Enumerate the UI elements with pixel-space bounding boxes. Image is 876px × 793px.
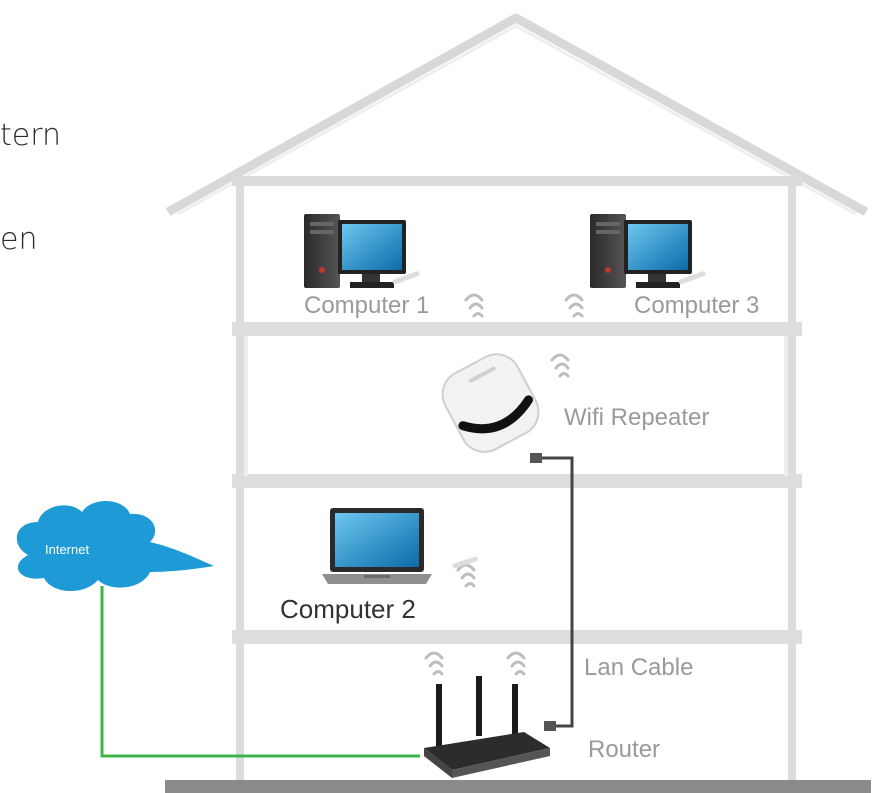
router-icon <box>424 676 550 778</box>
lan-cable-label: Lan Cable <box>584 654 694 681</box>
wifi-signal-icon <box>550 353 570 378</box>
house-walls <box>232 176 802 780</box>
wifi-signal-icon <box>456 563 476 588</box>
internet-cable <box>100 586 420 758</box>
computer-1-label: Computer 1 <box>304 292 430 319</box>
lan-cable-line <box>534 456 574 728</box>
wifi-signal-icon <box>506 651 526 676</box>
desktop-computer-icon <box>590 214 706 288</box>
cropped-text-line-2: en <box>0 222 38 257</box>
ground-line <box>165 780 871 793</box>
lan-plug-bottom <box>544 721 556 731</box>
cropped-text-line-1: tern <box>0 118 62 153</box>
computer-3-label: Computer 3 <box>634 292 760 319</box>
desktop-computer-icon <box>304 214 420 288</box>
computer-2-label: Computer 2 <box>280 594 416 624</box>
house-roof <box>165 13 869 216</box>
internet-label: Internet <box>45 542 89 557</box>
router-label: Router <box>588 736 661 763</box>
wifi-signal-icon <box>424 651 444 676</box>
laptop-icon <box>322 508 478 584</box>
lan-plug-top <box>530 453 542 463</box>
wifi-repeater-icon <box>441 353 540 453</box>
wifi-signal-icon <box>464 293 484 318</box>
wifi-repeater-label: Wifi Repeater <box>564 404 710 431</box>
cloud-icon: Internet <box>16 500 215 592</box>
wifi-signal-icon <box>564 293 584 318</box>
